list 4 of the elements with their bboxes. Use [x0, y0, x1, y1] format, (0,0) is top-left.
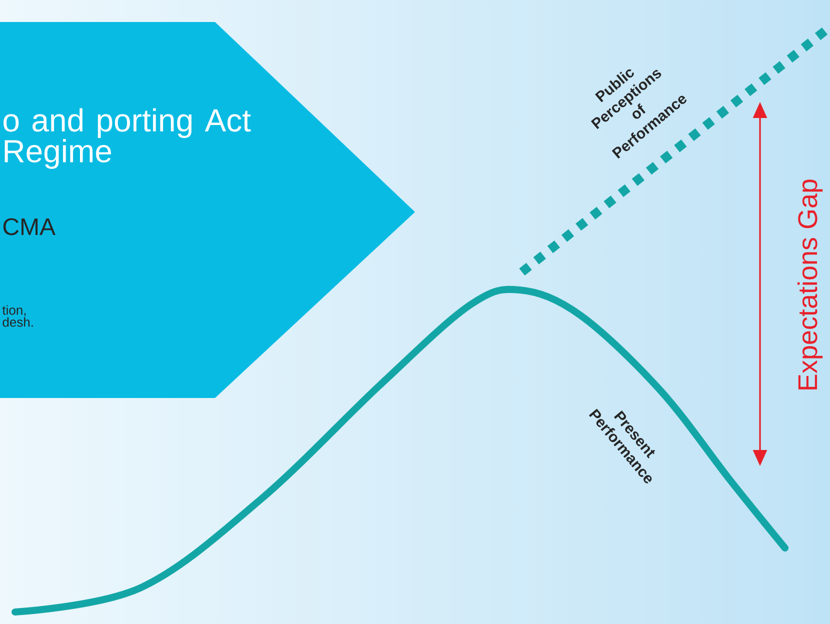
gap-label: Expectations Gap	[797, 180, 823, 390]
banner-note: tion, desh.	[2, 305, 33, 327]
banner-subtitle: CMA	[3, 218, 56, 236]
banner-title: o and porting Act Regime	[4, 108, 251, 169]
